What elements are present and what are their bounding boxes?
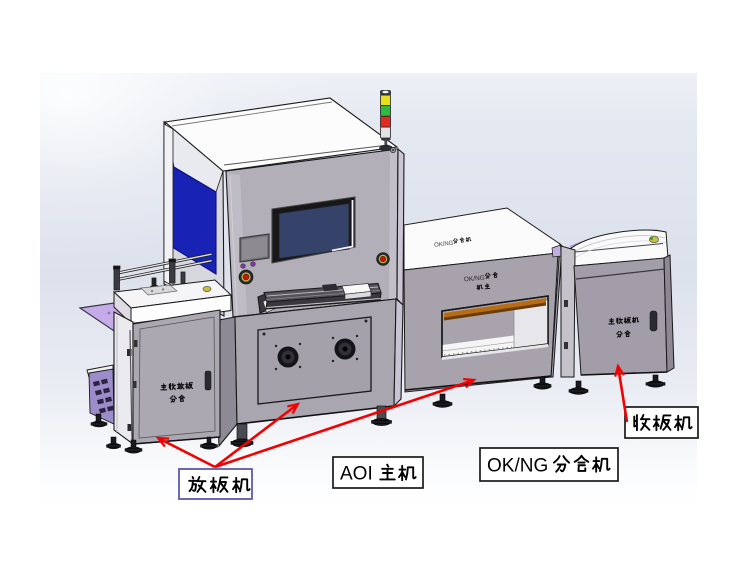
svg-text:AOI: AOI bbox=[340, 464, 373, 485]
svg-text:OK/NG: OK/NG bbox=[487, 456, 548, 477]
svg-text:OK/NG: OK/NG bbox=[434, 241, 454, 249]
svg-text:OK/NG: OK/NG bbox=[464, 275, 485, 284]
